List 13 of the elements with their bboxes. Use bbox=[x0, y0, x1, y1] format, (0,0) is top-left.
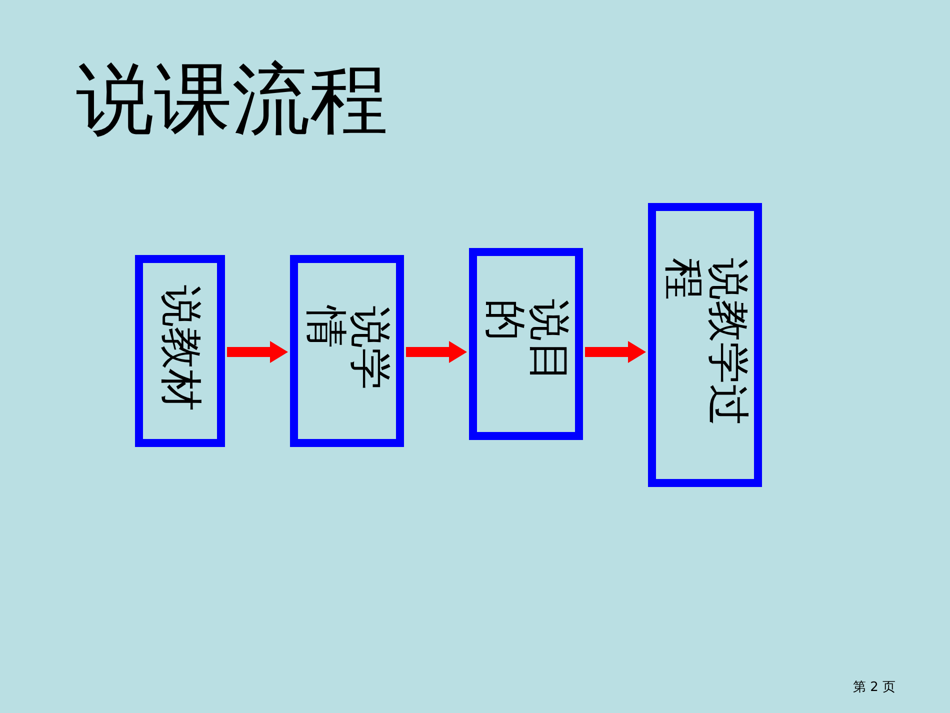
arrow bbox=[585, 341, 646, 363]
page-number: 第 2 页 bbox=[853, 680, 896, 696]
title: 说课流程 bbox=[76, 58, 388, 144]
process-box bbox=[135, 255, 225, 447]
step-label: 说目的 bbox=[482, 298, 570, 385]
step-label: 说学情 bbox=[303, 306, 392, 392]
arrow bbox=[406, 341, 467, 363]
arrow bbox=[227, 341, 288, 363]
process-box bbox=[290, 255, 404, 447]
process-box bbox=[469, 248, 583, 440]
step-label: 说教学过程 bbox=[661, 258, 750, 428]
step-label: 说教材 bbox=[158, 284, 202, 413]
process-box bbox=[648, 203, 762, 487]
